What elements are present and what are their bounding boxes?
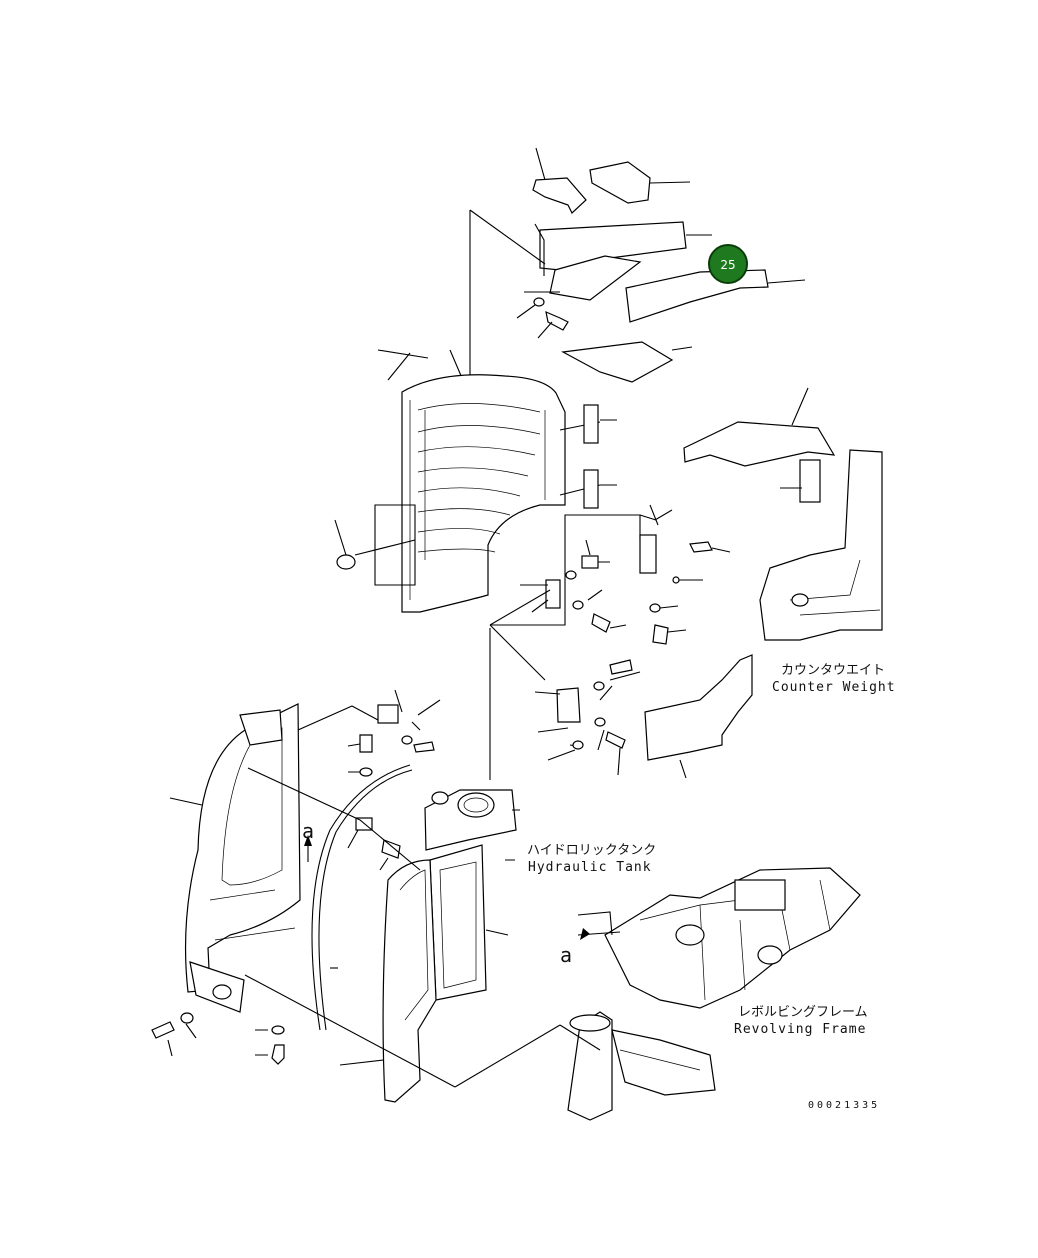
left-door-panel	[169, 703, 301, 1013]
view-label-a-top: a	[302, 819, 314, 843]
grill-cover-assembly	[334, 209, 641, 626]
view-label-a-bottom: a	[560, 943, 572, 967]
lower-left-bolts	[151, 1012, 285, 1065]
counter-weight-en-label: Counter Weight	[772, 680, 896, 695]
callout-lines	[244, 589, 561, 1088]
part-callout-25-label[interactable]: 25	[720, 258, 735, 272]
revolving-frame-en-label: Revolving Frame	[734, 1022, 866, 1037]
revolving-frame-jp-label: レボルビングフレーム	[738, 1005, 868, 1020]
part-callout-25-badge[interactable]: 25	[708, 244, 748, 284]
drawing-number: 00021335	[808, 1100, 880, 1111]
counter-weight-assembly	[683, 387, 883, 641]
seal-strip-parts	[311, 689, 441, 1031]
view-arrow-a-bottom	[577, 928, 621, 940]
top-cover-parts	[516, 147, 806, 383]
hydraulic-tank-jp-label: ハイドロリックタンク	[527, 843, 656, 858]
view-arrow-a-top	[304, 835, 312, 862]
revolving-frame-assembly	[559, 867, 861, 1121]
part-callout-25-circle[interactable]	[708, 244, 748, 284]
bracket-hardware	[520, 504, 731, 645]
hydraulic-tank-assembly	[339, 628, 520, 1103]
hydraulic-tank-en-label: Hydraulic Tank	[528, 860, 652, 875]
side-cover-right	[534, 654, 753, 779]
counter-weight-jp-label: カウンタウエイト	[781, 663, 885, 678]
